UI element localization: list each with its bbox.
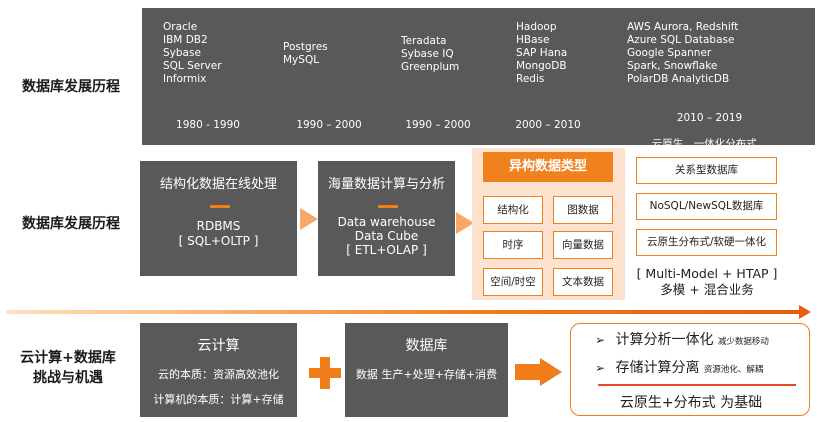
era-nosql: Hadoop HBase SAP Hana MongoDB Redis 2000… xyxy=(492,8,604,157)
cloud-native-distributed-box: 云原生分布式/软硬一体化 xyxy=(636,229,777,256)
era-dbs: Teradata Sybase IQ Greenplum xyxy=(401,35,460,73)
row-label-history-2: 数据库发展历程 xyxy=(22,216,120,232)
multimodel-line2: 多模 + 混合业务 xyxy=(660,282,754,297)
db-title: 数据库 xyxy=(405,338,448,354)
bullet2-main: 存储计算分离 xyxy=(615,360,700,376)
bullet-compute-analytics: ➢ 计算分析一体化 减少数据移动 xyxy=(595,329,769,349)
arrow-oltp-to-olap xyxy=(300,208,318,230)
chevron-right-icon: ➢ xyxy=(595,361,606,375)
era-commercial: Oracle IBM DB2 Sybase SQL Server Informi… xyxy=(142,8,274,157)
hetero-cell-vector: 向量数据 xyxy=(553,231,613,259)
multimodel-caption: [ Multi-Model + HTAP ] 多模 + 混合业务 xyxy=(622,266,792,298)
bullet-storage-compute: ➢ 存储计算分离 资源池化、解耦 xyxy=(595,357,763,377)
red-underline xyxy=(598,384,796,386)
hetero-cell-graph: 图数据 xyxy=(553,196,613,224)
era-year-range: 1990 – 2000 xyxy=(405,119,471,131)
era-dbs: Hadoop HBase SAP Hana MongoDB Redis xyxy=(516,21,568,85)
row-label-cloud-db: 云计算+数据库 挑战与机遇 xyxy=(20,350,116,386)
era-open-source: Postgres MySQL 1990 – 2000 开源 xyxy=(274,8,384,157)
database-box: 数据库 数据 生产+处理+存储+消费 xyxy=(345,323,508,417)
era-year-range: 1990 – 2000 xyxy=(296,119,362,131)
arrow-to-challenge-head xyxy=(540,358,562,386)
olap-title: 海量数据计算与分析 xyxy=(327,177,445,192)
cloud-line1: 云的本质：资源高效池化 xyxy=(158,368,279,381)
section-divider-arrowhead xyxy=(799,305,811,319)
bullet2-note: 资源池化、解耦 xyxy=(703,365,764,375)
challenge-panel xyxy=(570,323,810,416)
era-dbs: Oracle IBM DB2 Sybase SQL Server Informi… xyxy=(163,21,222,85)
oltp-title: 结构化数据在线处理 xyxy=(159,177,277,192)
era-years: 1990 – 2000 分析 xyxy=(384,106,492,158)
relational-db-box: 关系型数据库 xyxy=(636,157,777,184)
olap-box: 海量数据计算与分析 Data warehouse Data Cube [ ETL… xyxy=(318,161,455,276)
era-phase: 商业起步 xyxy=(187,145,229,157)
olap-body: Data warehouse Data Cube [ ETL+OLAP ] xyxy=(337,215,436,257)
era-year-range: 1980 - 1990 xyxy=(176,119,240,131)
nosql-newsql-box: NoSQL/NewSQL数据库 xyxy=(636,193,777,220)
oltp-body: RDBMS [ SQL+OLTP ] xyxy=(178,219,259,248)
cloud-line2: 计算机的本质：计算+存储 xyxy=(153,393,284,406)
hetero-cell-spatial: 空间/时空 xyxy=(483,268,543,296)
cloud-computing-box: 云计算 云的本质：资源高效池化 计算机的本质：计算+存储 xyxy=(140,323,297,417)
row-label-history-1: 数据库发展历程 xyxy=(22,79,120,95)
era-phase: 分析 xyxy=(427,145,449,157)
arrow-olap-to-hetero xyxy=(456,212,474,234)
oltp-dash xyxy=(210,205,230,208)
section-divider xyxy=(6,310,801,314)
era-dbs: AWS Aurora, Redshift Azure SQL Database … xyxy=(627,21,739,85)
era-year-range: 2000 – 2010 xyxy=(515,119,581,131)
bullet1-main: 计算分析一体化 xyxy=(615,332,714,348)
hetero-cell-structured: 结构化 xyxy=(483,196,543,224)
timeline-panel: Oracle IBM DB2 Sybase SQL Server Informi… xyxy=(142,8,815,163)
hetero-title: 异构数据类型 xyxy=(483,152,613,182)
bullet1-note: 减少数据移动 xyxy=(717,337,769,347)
era-year-range: 2010 – 2019 xyxy=(676,112,743,124)
hetero-cell-timeseries: 时序 xyxy=(483,231,543,259)
era-cloud-native: AWS Aurora, Redshift Azure SQL Database … xyxy=(604,8,815,163)
cloud-title: 云计算 xyxy=(197,338,240,354)
era-dbs: Postgres MySQL xyxy=(283,41,328,66)
era-years: 2010 – 2019 云原生、一体化分布式、 多模、HTAP xyxy=(604,99,815,164)
hetero-cell-text: 文本数据 xyxy=(553,268,613,296)
challenge-footer: 云原生+分布式 为基础 xyxy=(619,395,763,411)
era-analytics: Teradata Sybase IQ Greenplum 1990 – 2000… xyxy=(384,8,492,157)
plus-icon xyxy=(320,357,330,389)
db-line1: 数据 生产+处理+存储+消费 xyxy=(355,368,498,381)
chevron-right-icon: ➢ xyxy=(595,333,606,347)
arrow-to-challenge xyxy=(515,364,541,380)
era-phase: 开源 xyxy=(318,145,340,157)
oltp-box: 结构化数据在线处理 RDBMS [ SQL+OLTP ] xyxy=(140,161,297,276)
era-years: 1980 - 1990 商业起步 xyxy=(142,106,274,158)
multimodel-line1: [ Multi-Model + HTAP ] xyxy=(636,266,778,281)
era-years: 1990 – 2000 开源 xyxy=(274,106,384,158)
olap-dash xyxy=(378,205,398,208)
